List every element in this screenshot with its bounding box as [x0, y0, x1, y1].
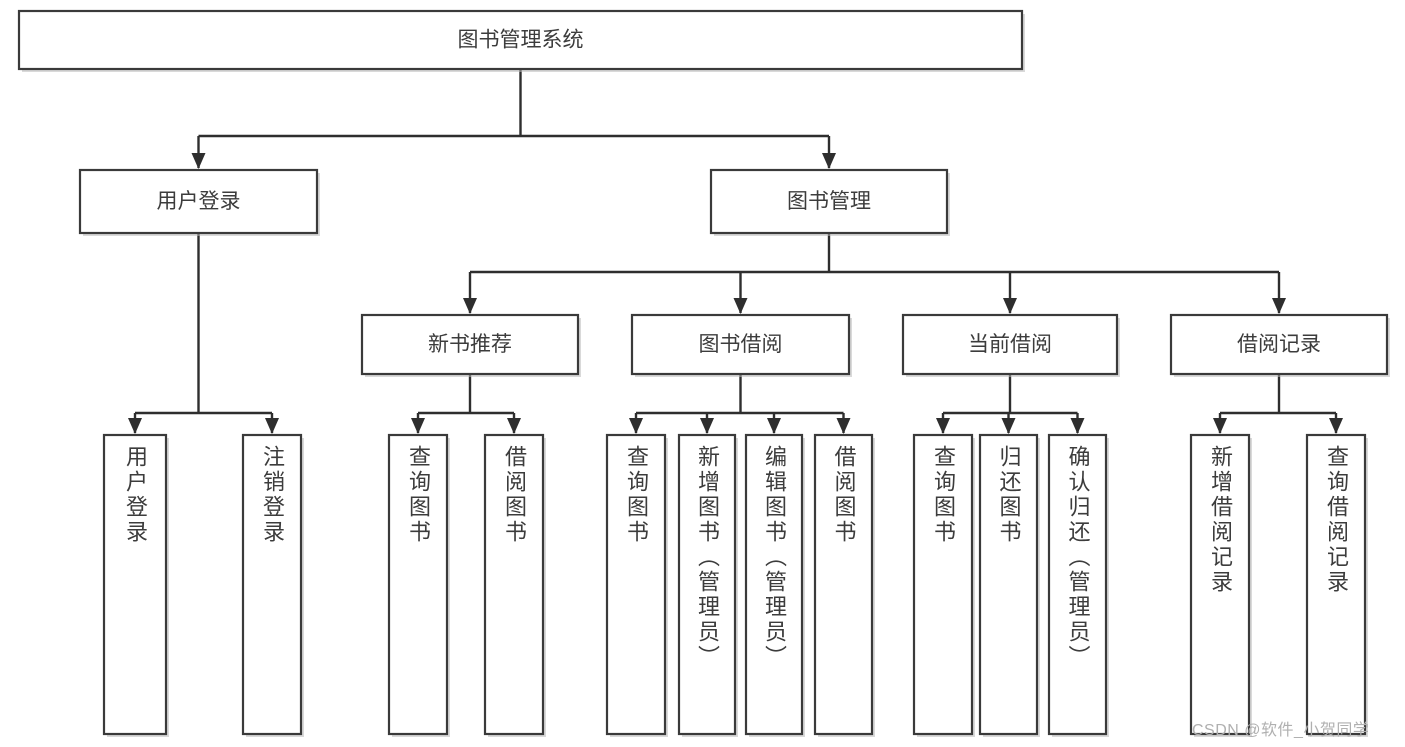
node-leaf-1[interactable] [241, 433, 303, 736]
node-level3-3[interactable] [1169, 313, 1389, 376]
node-level3-2[interactable] [901, 313, 1119, 376]
node-level3-label-0: 新书推荐 [428, 333, 512, 356]
arrow-head-icon [1001, 418, 1016, 434]
node-level2-1[interactable] [709, 168, 949, 235]
node-leaf-12[interactable] [1305, 433, 1367, 736]
arrow-head-icon [629, 418, 643, 434]
node-leaf-7[interactable] [813, 433, 874, 736]
node-level3-label-1: 图书借阅 [699, 333, 783, 356]
arrow-head-icon [936, 418, 950, 434]
node-level3-label-3: 借阅记录 [1237, 333, 1321, 356]
arrow-head-icon [507, 418, 521, 434]
node-leaf-2[interactable] [387, 433, 449, 736]
node-leaf-11[interactable] [1189, 433, 1251, 736]
node-leaf-10[interactable] [1047, 433, 1108, 736]
node-level2-0[interactable] [78, 168, 319, 235]
arrow-head-icon [1003, 298, 1017, 314]
node-leaf-8[interactable] [912, 433, 974, 736]
node-level3-label-2: 当前借阅 [968, 333, 1052, 356]
node-level3-0[interactable] [360, 313, 580, 376]
node-leaf-9[interactable] [978, 433, 1039, 736]
node-root[interactable] [17, 9, 1024, 71]
arrow-head-icon [463, 298, 477, 314]
arrow-head-icon [191, 153, 206, 169]
watermark: CSDN @软件_小贺同学 [1192, 722, 1370, 739]
arrow-head-icon [265, 418, 279, 434]
node-leaf-3[interactable] [483, 433, 545, 736]
arrow-head-icon [1213, 418, 1227, 434]
arrow-head-icon [1272, 298, 1286, 314]
arrow-head-icon [128, 418, 142, 434]
node-root-label: 图书管理系统 [458, 29, 584, 52]
arrow-head-icon [767, 418, 781, 434]
node-leaf-6[interactable] [744, 433, 804, 736]
arrow-head-icon [700, 418, 714, 434]
node-level3-1[interactable] [630, 313, 851, 376]
node-leaf-5[interactable] [677, 433, 737, 736]
arrow-head-icon [411, 418, 425, 434]
node-layer [17, 9, 1390, 737]
node-leaf-4[interactable] [605, 433, 667, 736]
node-level2-label-0: 用户登录 [157, 190, 241, 213]
arrow-head-icon [822, 153, 836, 169]
arrow-head-icon [1070, 418, 1085, 434]
arrow-head-icon [1329, 418, 1343, 434]
node-level2-label-1: 图书管理 [787, 190, 871, 213]
connector-layer [128, 69, 1343, 434]
arrow-head-icon [836, 418, 851, 434]
arrow-head-icon [733, 298, 748, 314]
node-leaf-0[interactable] [102, 433, 168, 736]
